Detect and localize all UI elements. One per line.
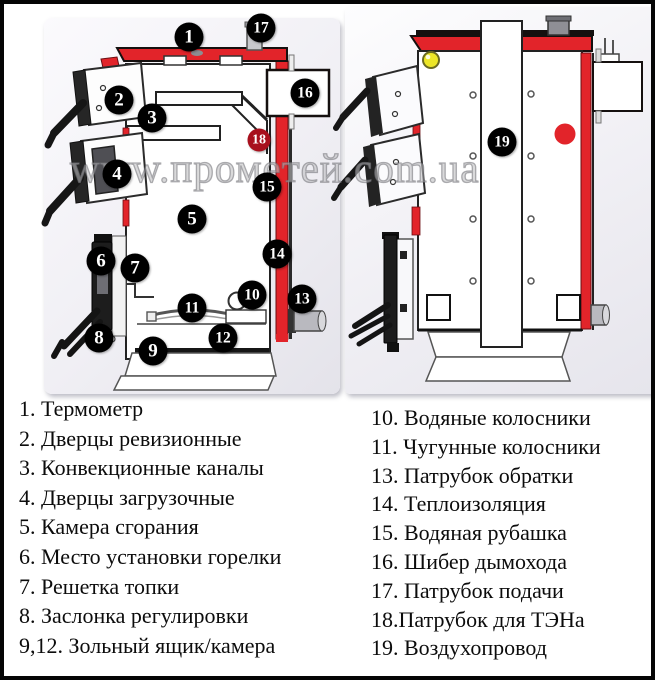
part-badge-12: 12 [208,323,238,353]
revision-door [333,64,425,137]
part-badge-19: 19 [487,127,517,157]
legend-item: 15. Водяная рубашка [371,520,567,546]
part-badge-10: 10 [237,280,267,310]
legend-item: 7. Решетка топки [19,573,180,599]
legend-item: 3. Конвекционные каналы [19,455,264,481]
part-badge-3: 3 [137,103,167,133]
legend-item: 14. Теплоизоляция [371,491,546,517]
legend-item: 11. Чугунные колосники [371,433,601,459]
legend-item: 16. Шибер дымохода [371,548,567,574]
part-badge-9: 9 [138,336,168,366]
part-badge-17: 17 [246,13,276,43]
part-badge-16: 16 [290,78,320,108]
part-badge-8: 8 [84,323,114,353]
part-badge-11: 11 [177,293,207,323]
part-badge-7: 7 [120,253,150,283]
part-badge-4: 4 [102,159,132,189]
indicator-highlight [425,54,431,60]
legend-item: 5. Камера сгорания [19,514,199,540]
air-duct [480,20,523,348]
legend-item: 18.Патрубок для ТЭНа [371,606,585,632]
burner-mount-panel [382,232,414,352]
boiler-rear-view-drawing [331,15,643,382]
return-pipe [590,304,610,326]
part-badge-5: 5 [177,204,207,234]
legend-item: 17. Патрубок подачи [371,577,564,603]
part-badge-6: 6 [86,246,116,276]
part-badge-14: 14 [262,239,292,269]
legend-item: 1. Термометр [19,396,144,421]
legend-item: 6. Место установки горелки [19,543,282,569]
loading-door [331,132,427,207]
part-badge-15: 15 [252,172,282,202]
legend-item: 19. Воздухопровод [371,635,547,661]
flue-damper-box [592,48,643,124]
legend-item: 10. Водяные колосники [371,405,591,430]
legend-item: 4. Дверцы загрузочные [19,484,235,510]
legend-item: 13. Патрубок обратки [371,462,574,488]
red-indicator [554,123,576,145]
bottom-cutouts [426,294,581,321]
legend-right-column: 10. Водяные колосники 11. Чугунные колосн… [371,404,601,663]
part-badge-1: 1 [174,22,204,52]
legend-item: 9,12. Зольный ящик/камера [19,632,276,658]
legend-left-column: 1. Термометр 2. Дверцы ревизионные 3. Конв… [19,394,281,660]
legend-item: 2. Дверцы ревизионные [19,425,242,451]
part-badge-2: 2 [104,85,134,115]
part-badge-18: 18 [247,128,271,152]
chimney-stub [545,15,572,36]
regulation-levers [348,302,393,347]
screw-holes [469,90,535,285]
legend-item: 8. Заслонка регулировки [19,603,249,629]
part-badge-13: 13 [287,284,317,314]
